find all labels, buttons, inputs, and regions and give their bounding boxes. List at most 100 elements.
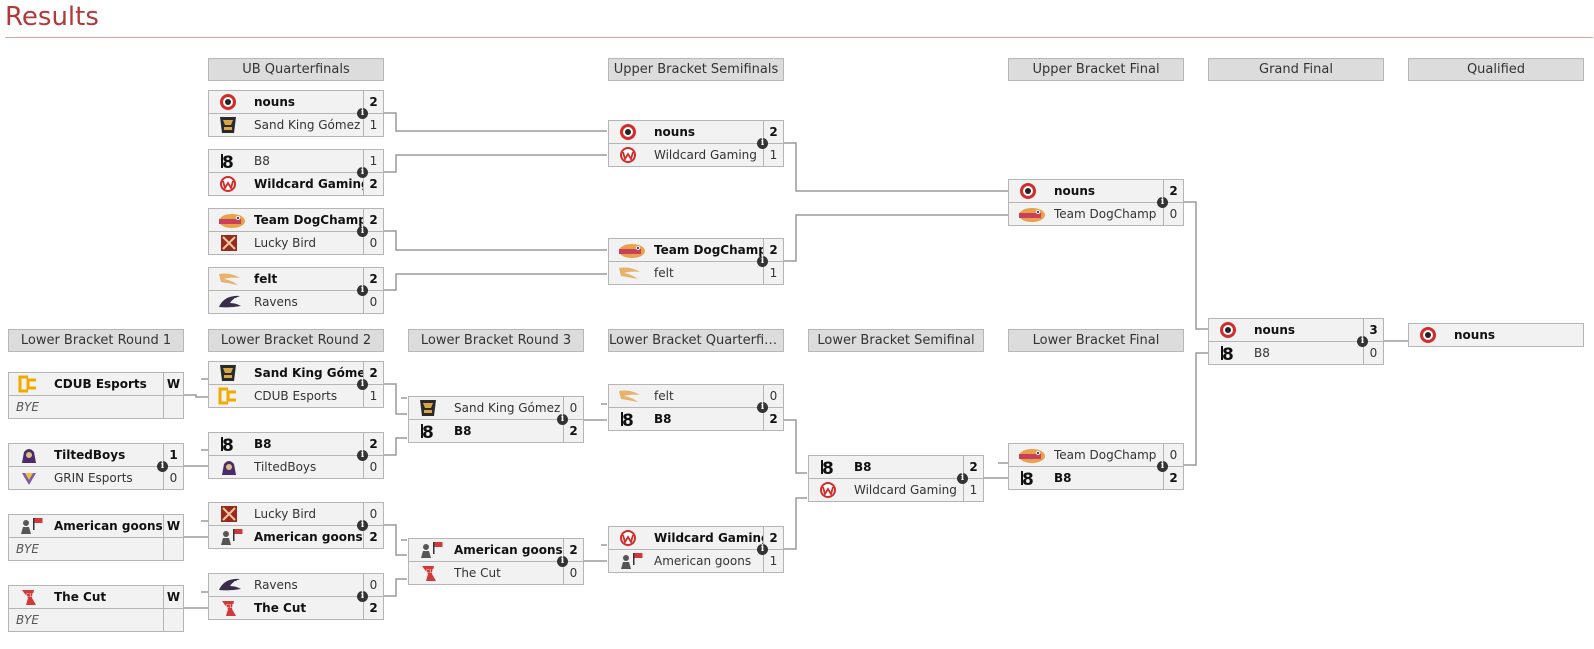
team-name[interactable]: nouns <box>1254 323 1296 337</box>
team-name[interactable]: B8 <box>254 154 270 168</box>
team-name[interactable]: Ravens <box>254 578 298 592</box>
team-name[interactable]: Wildcard Gaming <box>654 531 764 545</box>
team-row[interactable]: BYE <box>8 537 184 561</box>
team-name[interactable]: felt <box>654 266 674 280</box>
qualified-team[interactable]: nouns <box>1408 323 1584 347</box>
match-info-icon[interactable]: i <box>1157 461 1168 472</box>
team-name[interactable]: Lucky Bird <box>254 236 317 250</box>
team-name[interactable]: Team DogChamp <box>1054 448 1157 462</box>
team-name[interactable]: nouns <box>1054 184 1096 198</box>
match-info-icon[interactable]: i <box>157 461 168 472</box>
team-name[interactable]: The Cut <box>454 566 501 580</box>
match-info-icon[interactable]: i <box>357 520 368 531</box>
team-name[interactable]: GRIN Esports <box>54 471 133 485</box>
match-info-icon[interactable]: i <box>1357 336 1368 347</box>
match-info-icon[interactable]: i <box>357 167 368 178</box>
team-row[interactable]: BYE <box>8 395 184 419</box>
team-name[interactable]: B8 <box>654 412 672 426</box>
team-row[interactable]: BYE <box>8 608 184 632</box>
match-info-icon[interactable]: i <box>1157 197 1168 208</box>
team-name[interactable]: B8 <box>254 437 272 451</box>
team-name[interactable]: B8 <box>854 460 872 474</box>
team-name[interactable]: The Cut <box>254 601 307 615</box>
match-info-icon[interactable]: i <box>357 108 368 119</box>
team-name[interactable]: Sand King Gómez <box>254 118 361 132</box>
match-info-icon[interactable]: i <box>757 138 768 149</box>
team-name[interactable]: The Cut <box>54 590 107 604</box>
match-info-icon[interactable]: i <box>757 402 768 413</box>
match-info-icon[interactable]: i <box>357 285 368 296</box>
team-name[interactable]: Team DogChamp <box>654 243 764 257</box>
team-name[interactable]: B8 <box>1054 471 1072 485</box>
team-name[interactable]: American goons <box>54 519 163 533</box>
team-name[interactable]: Team DogChamp <box>254 213 364 227</box>
team-name[interactable]: Wildcard Gaming <box>654 148 757 162</box>
team-name[interactable]: American goons <box>254 530 363 544</box>
team-name[interactable]: nouns <box>254 95 296 109</box>
team-name[interactable]: felt <box>654 389 674 403</box>
team-name[interactable]: Ravens <box>254 295 298 309</box>
match-info-icon[interactable]: i <box>557 414 568 425</box>
team-name[interactable]: CDUB Esports <box>254 389 338 403</box>
team-name[interactable]: nouns <box>654 125 696 139</box>
match-info-icon[interactable]: i <box>757 256 768 267</box>
qualified-team-name[interactable]: nouns <box>1454 328 1496 342</box>
team-name[interactable]: Lucky Bird <box>254 507 317 521</box>
team-name[interactable]: felt <box>254 272 278 286</box>
team-name[interactable]: Sand King Gómez <box>254 366 364 380</box>
match-info-icon[interactable]: i <box>357 591 368 602</box>
team-name[interactable]: Wildcard Gaming <box>254 177 364 191</box>
match-info-icon[interactable]: i <box>357 450 368 461</box>
team-name[interactable]: Team DogChamp <box>1054 207 1157 221</box>
match-info-icon[interactable]: i <box>357 379 368 390</box>
team-name[interactable]: B8 <box>454 424 472 438</box>
team-name[interactable]: American goons <box>454 543 563 557</box>
team-name[interactable]: TiltedBoys <box>54 448 126 462</box>
team-name[interactable]: American goons <box>654 554 752 568</box>
match-info-icon[interactable]: i <box>557 556 568 567</box>
match-info-icon[interactable]: i <box>757 544 768 555</box>
team-name[interactable]: CDUB Esports <box>54 377 147 391</box>
team-name[interactable]: TiltedBoys <box>254 460 317 474</box>
match-info-icon[interactable]: i <box>357 226 368 237</box>
team-name[interactable]: Wildcard Gaming <box>854 483 957 497</box>
team-name[interactable]: B8 <box>1254 346 1270 360</box>
team-name[interactable]: Sand King Gómez <box>454 401 561 415</box>
